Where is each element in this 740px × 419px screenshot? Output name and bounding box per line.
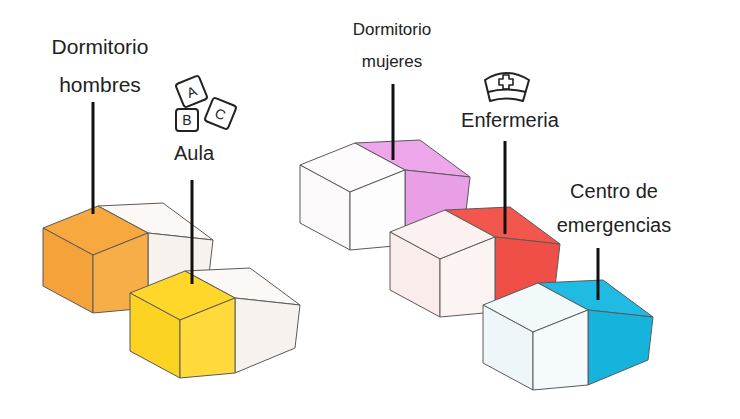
label-group: Dormitorio hombres (30, 28, 170, 104)
letter-block: A (174, 74, 209, 109)
leader-line (597, 248, 600, 300)
leader-line (191, 180, 194, 284)
label-group: Centro de emergencias (549, 174, 679, 242)
label-group: Aula (154, 140, 234, 166)
label-group: Dormitorio mujeres (337, 14, 447, 78)
building-label: Centro de emergencias (549, 174, 679, 242)
leader-line (92, 102, 95, 214)
building-label: Enfermeria (445, 107, 575, 133)
nurse-cap-icon (485, 73, 529, 101)
building-label: Aula (154, 140, 234, 166)
building-label: Dormitorio mujeres (337, 14, 447, 78)
building-block (130, 268, 300, 378)
letter-block: B (175, 108, 199, 132)
leader-line (504, 141, 507, 234)
block-letter: A (185, 83, 199, 99)
block-letter: C (213, 105, 228, 122)
block-letter: B (182, 113, 191, 127)
letter-block: C (203, 96, 238, 131)
building-label: Dormitorio hombres (30, 28, 170, 104)
leader-line (392, 84, 395, 160)
building-block (483, 280, 653, 390)
label-group: Enfermeria (445, 107, 575, 133)
